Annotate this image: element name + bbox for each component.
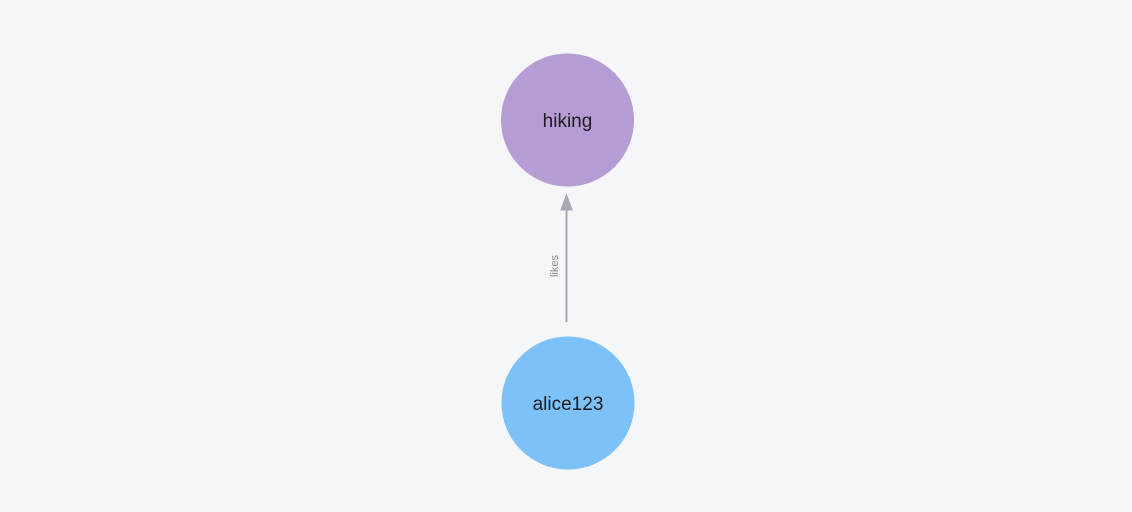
arrowhead-up-icon (560, 193, 573, 211)
node-hiking-circle[interactable] (501, 53, 634, 187)
node-alice123-circle[interactable] (501, 336, 635, 470)
edge-label: likes (549, 255, 561, 278)
node-alice123[interactable]: alice123 (501, 336, 635, 470)
edge-likes[interactable]: likes (549, 193, 573, 322)
node-hiking[interactable]: hiking (501, 53, 634, 187)
